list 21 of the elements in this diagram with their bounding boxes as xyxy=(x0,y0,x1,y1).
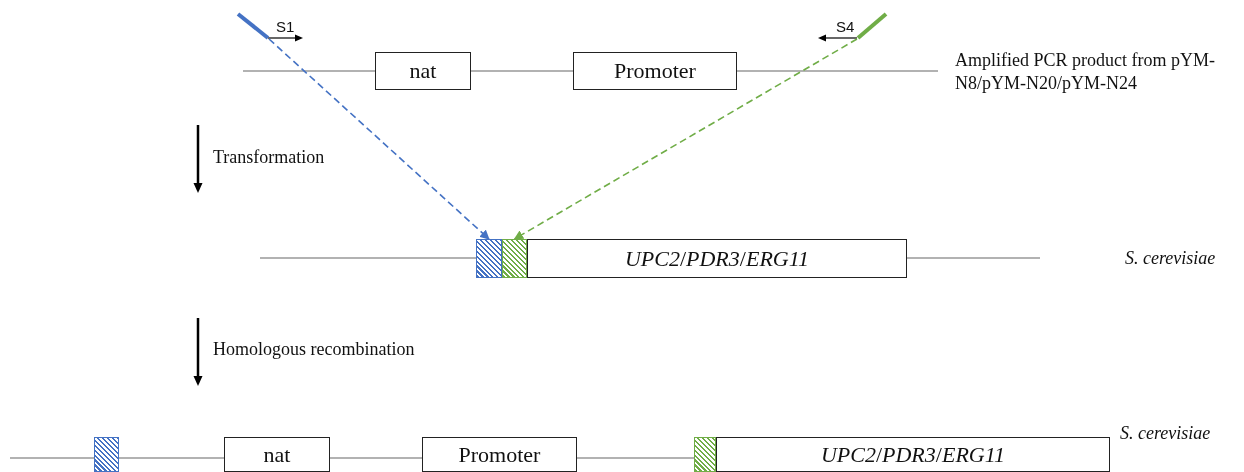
step-label: Transformation xyxy=(213,146,326,169)
primer-label: S1 xyxy=(276,18,295,35)
promoter-box: Promoter xyxy=(422,437,577,472)
dashed-arrow xyxy=(513,38,858,240)
homology-region xyxy=(94,437,119,472)
primer-line xyxy=(856,12,888,40)
primer-label: S4 xyxy=(836,18,855,35)
step-label: Homologous recombination xyxy=(213,338,416,361)
gene-box: UPC2/PDR3/ERG11 xyxy=(527,239,907,278)
homology-region xyxy=(694,437,716,472)
annotation-text: Amplified PCR product from pYM-N8/pYM-N20/pYM-N24 xyxy=(955,49,1216,95)
gene-box: nat xyxy=(375,52,471,90)
homology-region xyxy=(502,239,527,278)
gene-box: nat xyxy=(224,437,330,472)
organism-label: S. cerevisiae xyxy=(1125,247,1217,270)
primer-line xyxy=(236,12,270,40)
homology-region xyxy=(476,239,502,278)
promoter-box: Promoter xyxy=(573,52,737,90)
dashed-arrow xyxy=(268,38,490,240)
gene-box: UPC2/PDR3/ERG11 xyxy=(716,437,1110,472)
organism-label: S. cerevisiae xyxy=(1120,422,1212,445)
